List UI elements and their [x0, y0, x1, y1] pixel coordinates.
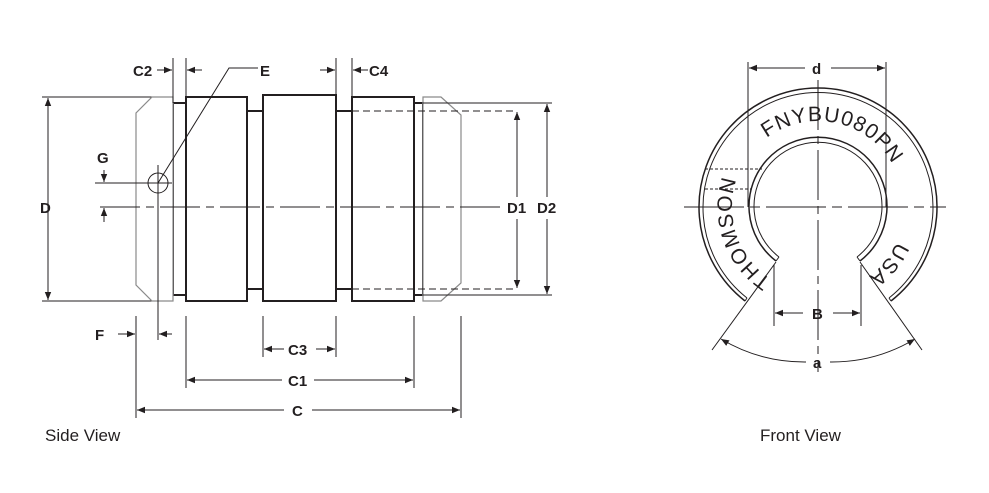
label-E: E [260, 63, 270, 80]
label-C3: C3 [288, 342, 307, 359]
label-C: C [292, 403, 303, 420]
side-view: D D1 D2 G E C2 C4 F C3 [40, 58, 560, 445]
label-G: G [97, 150, 109, 167]
groove-neck [246, 110, 264, 290]
label-d: d [812, 61, 821, 78]
marking-thomson: THOMSON [714, 175, 775, 294]
label-a: a [813, 355, 822, 372]
groove-neck [335, 110, 353, 290]
caption-front-view: Front View [760, 426, 842, 445]
ring-1 [185, 96, 248, 302]
label-D: D [40, 200, 51, 217]
label-D2: D2 [537, 200, 556, 217]
ring-3 [351, 96, 415, 302]
leader-E [157, 67, 258, 184]
ring-2 [262, 94, 337, 302]
label-F: F [95, 327, 104, 344]
marking-usa: USA [865, 239, 913, 291]
groove-neck [413, 102, 424, 296]
label-C1: C1 [288, 373, 307, 390]
label-C2: C2 [133, 63, 152, 80]
marking-part-number: FNYBU080PN [757, 103, 908, 167]
label-D1: D1 [507, 200, 526, 217]
caption-side-view: Side View [45, 426, 121, 445]
label-B: B [812, 306, 823, 323]
front-view: THOMSON FNYBU080PN USA d B a Front View [684, 61, 946, 445]
label-C4: C4 [369, 63, 389, 80]
groove-neck [172, 102, 187, 296]
right-end-seal [422, 96, 462, 302]
left-end-seal [135, 96, 174, 302]
